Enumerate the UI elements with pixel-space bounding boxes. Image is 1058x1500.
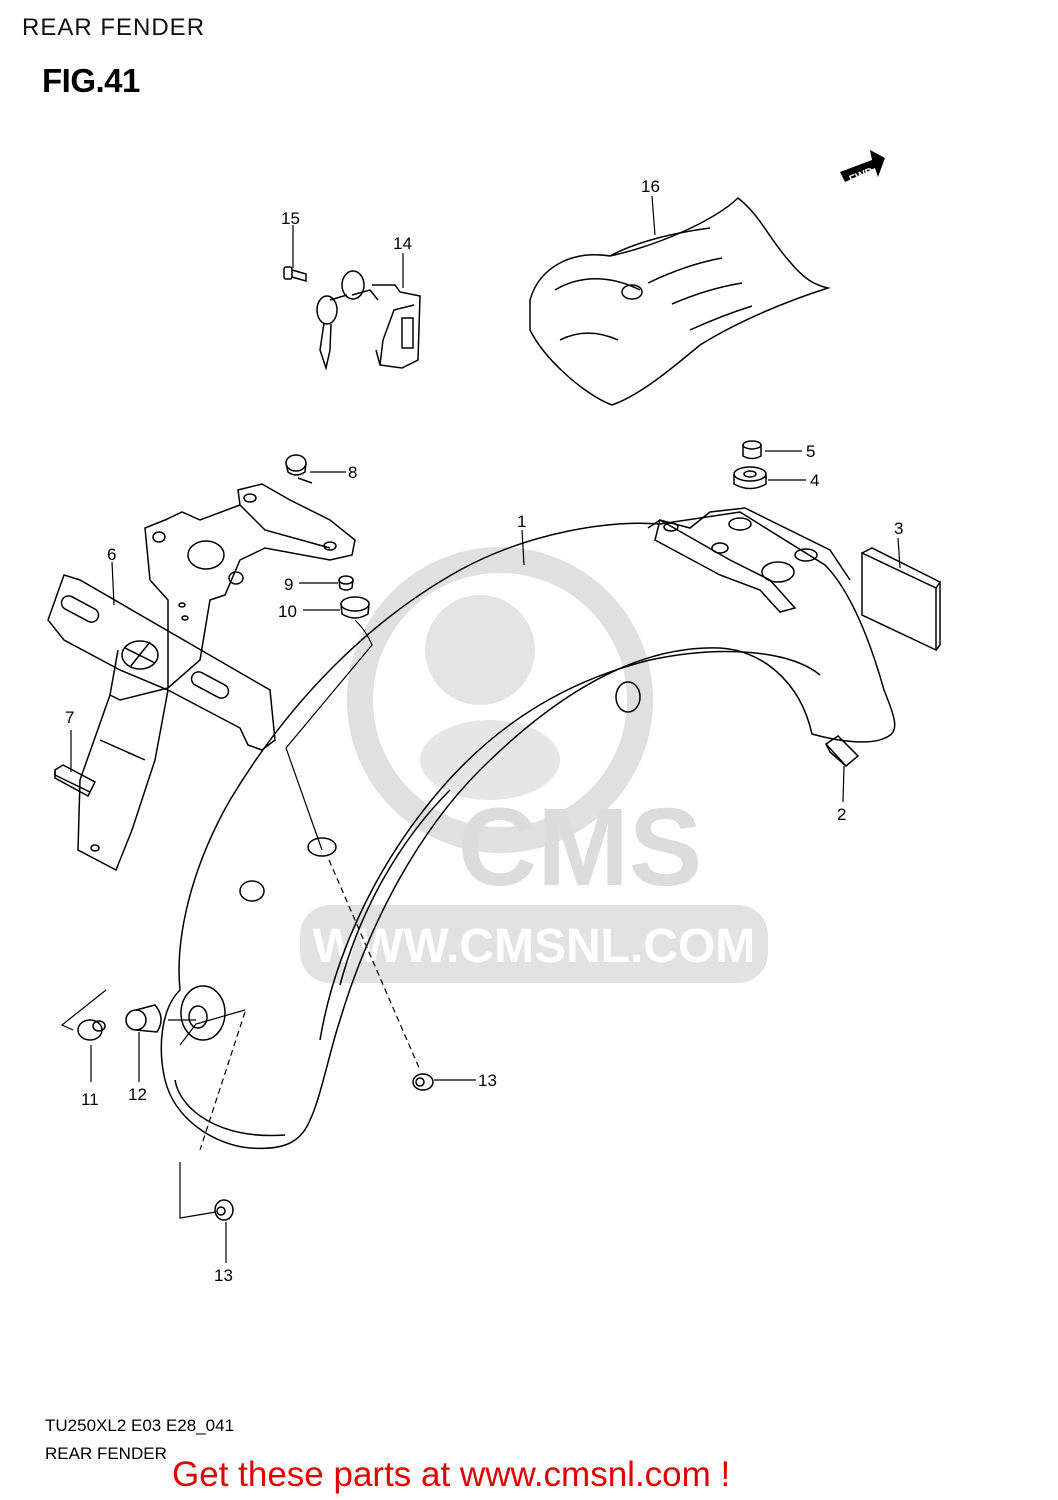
callout-2: 2 xyxy=(837,805,846,824)
callout-9: 9 xyxy=(284,575,293,594)
callout-12: 12 xyxy=(128,1085,147,1104)
part-8-bolt xyxy=(285,454,313,484)
part-11-collar xyxy=(77,1019,106,1041)
leader-lines xyxy=(60,195,901,1263)
part-9-collar xyxy=(338,575,354,591)
callout-16: 16 xyxy=(641,177,660,196)
part-13-nut-upper xyxy=(412,1073,434,1091)
part-1-rear-fender xyxy=(160,507,896,1150)
callout-13-upper: 13 xyxy=(478,1071,497,1090)
callout-1: 1 xyxy=(517,512,526,531)
part-12-cushion xyxy=(125,1004,162,1033)
part-4-cushion xyxy=(733,466,767,490)
figure-label: FIG.41 xyxy=(42,62,140,99)
callout-8: 8 xyxy=(348,463,357,482)
upper-bracket xyxy=(144,483,356,690)
fwd-arrow-icon: FWD xyxy=(840,150,885,186)
callout-7: 7 xyxy=(65,708,74,727)
part-5-collar xyxy=(742,440,762,460)
cms-watermark: CMS WWW.CMSNL.COM xyxy=(300,547,768,983)
callout-6: 6 xyxy=(107,545,116,564)
part-6-bracket xyxy=(47,574,276,872)
callout-3: 3 xyxy=(894,519,903,538)
part-16-seat-cover xyxy=(529,197,831,406)
promo-link[interactable]: Get these parts at www.cmsnl.com ! xyxy=(172,1455,731,1494)
page-header-title: REAR FENDER xyxy=(22,14,206,41)
callout-14: 14 xyxy=(393,234,412,253)
callout-4: 4 xyxy=(810,471,819,490)
watermark-brand: CMS xyxy=(458,786,702,909)
part-15-screw xyxy=(283,266,307,282)
part-14-seat-lock xyxy=(316,270,421,371)
callout-10: 10 xyxy=(278,602,297,621)
callout-5: 5 xyxy=(806,442,815,461)
callout-15: 15 xyxy=(281,209,300,228)
figure-caption: REAR FENDER xyxy=(45,1444,167,1463)
part-2-clip xyxy=(824,735,860,768)
part-13-nut-lower xyxy=(214,1199,234,1221)
part-10-cushion xyxy=(340,596,370,619)
part-7-pad xyxy=(54,764,96,798)
callout-numbers: 16 15 14 8 5 4 3 1 6 9 10 7 2 13 11 12 1… xyxy=(65,177,903,1285)
model-code: TU250XL2 E03 E28_041 xyxy=(45,1416,235,1435)
callout-11: 11 xyxy=(81,1090,99,1109)
part-3-plate xyxy=(861,547,942,652)
callout-13-lower: 13 xyxy=(214,1266,233,1285)
watermark-url: WWW.CMSNL.COM xyxy=(313,920,756,973)
